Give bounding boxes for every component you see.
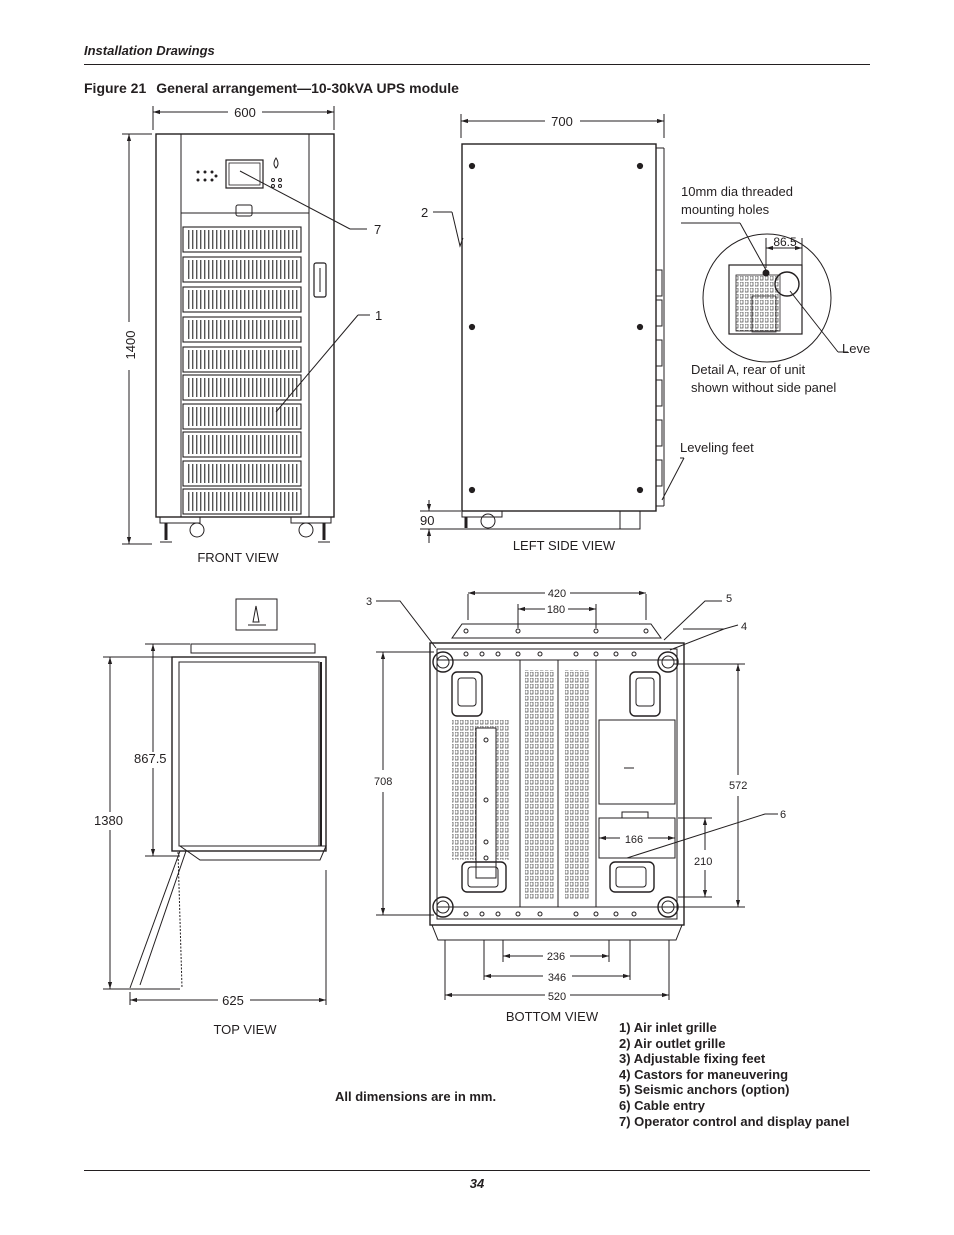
callout-7: 7 xyxy=(374,222,381,237)
callout-4: 4 xyxy=(741,621,747,633)
dim-cable-depth: 210 xyxy=(694,856,712,868)
dim-side-depth: 700 xyxy=(551,114,573,129)
figure-number: Figure 21 xyxy=(84,80,147,96)
legend-item: 6) Cable entry xyxy=(619,1097,705,1113)
dim-front-width: 600 xyxy=(234,105,256,120)
dim-cable-width: 166 xyxy=(625,834,643,846)
top-view-label: TOP VIEW xyxy=(213,1022,277,1037)
legend-item: 5) Seismic anchors (option) xyxy=(619,1082,790,1098)
front-view xyxy=(122,106,370,545)
bottom-view xyxy=(376,590,778,1000)
dimensions-note: All dimensions are in mm. xyxy=(335,1089,497,1104)
leveling-feet-label: Leveling feet xyxy=(680,440,754,455)
front-view-label: FRONT VIEW xyxy=(197,550,279,565)
leveling-cut-label: Leve xyxy=(842,341,870,356)
drawing-labels: 600 1400 7 1 FRONT VIEW 700 2 90 LEFT SI… xyxy=(94,105,870,1037)
legend-item: 1) Air inlet grille xyxy=(619,1020,717,1035)
left-side-view xyxy=(420,114,848,543)
page-number: 34 xyxy=(469,1176,485,1191)
mounting-holes-text-1: 10mm dia threaded xyxy=(681,184,793,199)
figure-caption: Figure 21 General arrangement—10-30kVA UP… xyxy=(84,80,469,96)
dim-top-total: 1380 xyxy=(94,813,123,828)
dim-side-floor: 90 xyxy=(420,513,434,528)
dim-top-door: 867.5 xyxy=(134,751,167,766)
dim-bottom-depth: 708 xyxy=(374,776,392,788)
legend: 1) Air inlet grille 2) Air outlet grille… xyxy=(619,1020,849,1129)
dim-top-width: 625 xyxy=(222,993,244,1008)
callout-6: 6 xyxy=(780,809,786,821)
legend-item: 7) Operator control and display panel xyxy=(619,1113,850,1129)
callout-2: 2 xyxy=(421,205,428,220)
bottom-view-label: BOTTOM VIEW xyxy=(506,1009,599,1024)
section-header: Installation Drawings xyxy=(84,43,215,58)
dim-236: 236 xyxy=(547,951,565,963)
detail-text-2: shown without side panel xyxy=(691,380,836,395)
dim-520: 520 xyxy=(548,991,566,1003)
callout-1: 1 xyxy=(375,308,382,323)
callout-3: 3 xyxy=(366,596,372,608)
callout-5: 5 xyxy=(726,593,732,605)
dim-detail-offset: 86.5 xyxy=(773,235,797,249)
detail-text-1: Detail A, rear of unit xyxy=(691,362,806,377)
top-view xyxy=(103,598,327,1005)
dim-anchor-inner: 180 xyxy=(547,604,565,616)
left-side-view-label: LEFT SIDE VIEW xyxy=(513,538,616,553)
legend-item: 3) Adjustable fixing feet xyxy=(619,1051,766,1067)
header-rule xyxy=(84,64,870,65)
dim-front-height: 1400 xyxy=(123,331,138,360)
air-inlet-grille xyxy=(182,226,302,515)
legend-item: 4) Castors for maneuvering xyxy=(619,1066,789,1082)
figure-title: General arrangement—10-30kVA UPS module xyxy=(156,80,459,96)
mounting-holes-text-2: mounting holes xyxy=(681,202,770,217)
footer-rule xyxy=(84,1170,870,1171)
dim-346: 346 xyxy=(548,972,566,984)
legend-item: 2) Air outlet grille xyxy=(619,1035,726,1051)
dim-castor-span: 572 xyxy=(729,780,747,792)
dim-anchor-span: 420 xyxy=(548,588,566,600)
